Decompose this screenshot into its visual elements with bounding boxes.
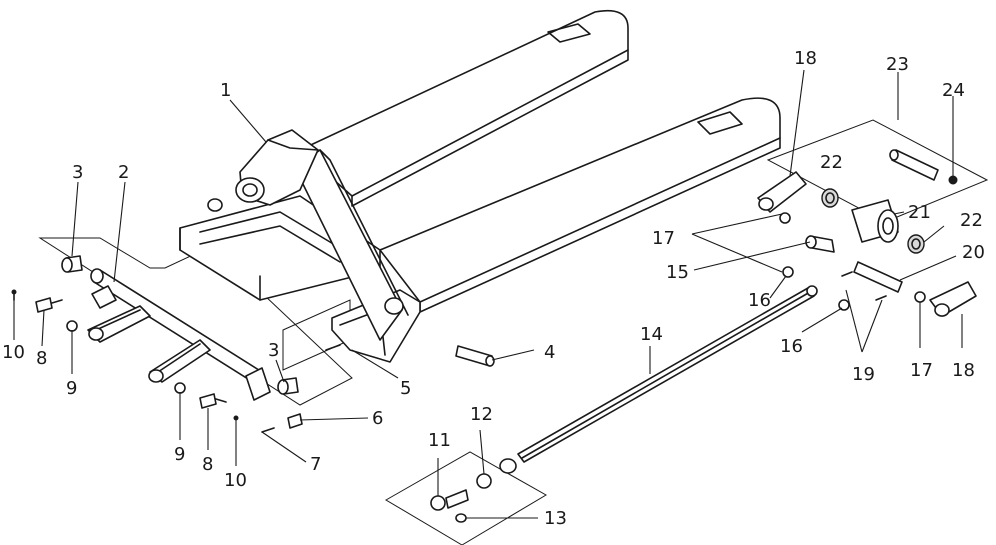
callout-3-left: 3 bbox=[72, 162, 83, 183]
part-18-bracket-upper bbox=[757, 171, 807, 213]
part-22-bearing-lower bbox=[907, 234, 925, 254]
explode-plane-left bbox=[38, 237, 353, 406]
part-3-spacer-left bbox=[61, 255, 83, 273]
part-9-washer-right bbox=[174, 382, 186, 394]
part-24-circlip bbox=[948, 175, 958, 185]
part-23-wheel-shaft bbox=[889, 149, 939, 181]
callout-3-right: 3 bbox=[268, 340, 279, 361]
callout-2: 2 bbox=[118, 162, 129, 183]
callout-10-right: 10 bbox=[224, 470, 247, 491]
callout-4: 4 bbox=[544, 342, 555, 363]
callout-17-lower: 17 bbox=[910, 360, 933, 381]
callout-22-lower: 22 bbox=[960, 210, 983, 231]
callout-6: 6 bbox=[372, 408, 383, 429]
callout-15: 15 bbox=[666, 262, 689, 283]
part-10-pin-left bbox=[11, 289, 17, 301]
part-3-spacer-right bbox=[277, 377, 299, 395]
callout-7: 7 bbox=[310, 454, 321, 475]
part-4-pivot-pin bbox=[455, 345, 495, 367]
callout-17-upper: 17 bbox=[652, 228, 675, 249]
callout-5: 5 bbox=[400, 378, 411, 399]
part-12-nut bbox=[476, 473, 492, 489]
part-16-bushing-lower bbox=[838, 299, 850, 311]
part-5-roll-pin bbox=[325, 344, 341, 351]
part-8-bolt-right bbox=[199, 393, 227, 409]
explode-plane-right bbox=[766, 119, 989, 223]
part-8-bolt-left bbox=[35, 297, 63, 313]
part-20-wheel-axle bbox=[853, 261, 903, 293]
part-10-pin-right bbox=[233, 415, 239, 421]
callout-18-upper: 18 bbox=[794, 48, 817, 69]
callout-11: 11 bbox=[428, 430, 451, 451]
part-18-bracket-lower bbox=[929, 281, 977, 317]
part-21-wheel bbox=[851, 199, 899, 243]
part-16-bushing-upper bbox=[782, 266, 794, 278]
part-9-washer-left bbox=[66, 320, 78, 332]
part-15-axle bbox=[805, 235, 835, 253]
callout-23: 23 bbox=[886, 54, 909, 75]
callout-24: 24 bbox=[942, 80, 965, 101]
callout-21: 21 bbox=[908, 202, 931, 223]
part-14-push-rod bbox=[499, 285, 818, 474]
roller-bracket-left bbox=[87, 285, 151, 343]
callout-20: 20 bbox=[962, 242, 985, 263]
callout-14: 14 bbox=[640, 324, 663, 345]
part-11-rod-bushing bbox=[430, 489, 469, 511]
leader-lines bbox=[13, 69, 963, 519]
callout-19: 19 bbox=[852, 364, 875, 385]
callout-8-left: 8 bbox=[36, 348, 47, 369]
callout-13: 13 bbox=[544, 508, 567, 529]
part-22-bearing-upper bbox=[821, 188, 839, 208]
roller-bracket-right bbox=[148, 339, 271, 401]
callout-9-left: 9 bbox=[66, 378, 77, 399]
callout-12: 12 bbox=[470, 404, 493, 425]
callout-22-upper: 22 bbox=[820, 152, 843, 173]
part-19-pins bbox=[841, 271, 887, 301]
callout-16-upper: 16 bbox=[748, 290, 771, 311]
callout-9-right: 9 bbox=[174, 444, 185, 465]
part-7-split-pin bbox=[261, 427, 275, 433]
callout-10-left: 10 bbox=[2, 342, 25, 363]
part-13-washer bbox=[455, 513, 467, 523]
callout-1: 1 bbox=[220, 80, 231, 101]
callout-8-right: 8 bbox=[202, 454, 213, 475]
part-17-washer-upper bbox=[779, 212, 791, 224]
callout-18-lower: 18 bbox=[952, 360, 975, 381]
explode-plane-bottom bbox=[385, 451, 547, 545]
callout-16-lower: 16 bbox=[780, 336, 803, 357]
part-17-washer-lower bbox=[914, 291, 926, 303]
part-6-axle-pin bbox=[287, 413, 303, 429]
fork-frame bbox=[179, 9, 781, 363]
